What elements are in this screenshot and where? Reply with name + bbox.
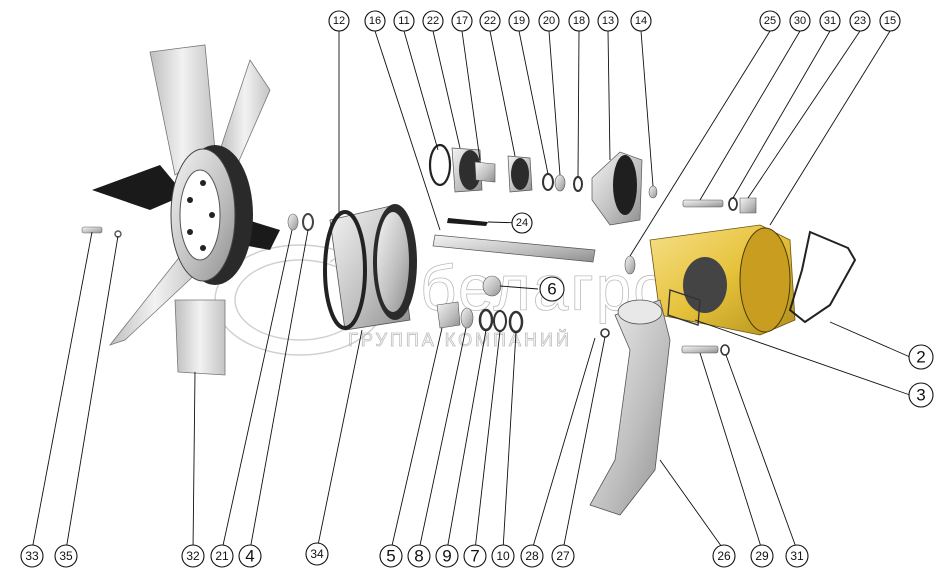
callout-7: 7 (463, 544, 487, 568)
callout-14: 14 (630, 10, 652, 32)
callout-9: 9 (435, 544, 459, 568)
svg-text:35: 35 (59, 549, 73, 563)
callout-21: 21 (210, 544, 234, 568)
callout-19: 19 (508, 10, 530, 32)
svg-text:9: 9 (442, 547, 451, 566)
svg-text:10: 10 (496, 549, 510, 563)
svg-text:8: 8 (414, 547, 423, 566)
shaft-part (432, 218, 596, 263)
callout-30: 30 (789, 10, 811, 32)
callout-27: 27 (551, 544, 575, 568)
callout-26: 26 (712, 544, 736, 568)
callout-20: 20 (538, 10, 560, 32)
callout-4: 4 (238, 544, 262, 568)
inlet-pipe-part (589, 299, 671, 516)
svg-text:13: 13 (602, 15, 614, 27)
svg-text:17: 17 (456, 15, 468, 27)
svg-text:32: 32 (186, 549, 200, 563)
svg-text:16: 16 (369, 15, 381, 27)
watermark: белагро ГРУППА КОМПАНИЙ (214, 244, 669, 356)
svg-text:12: 12 (333, 15, 345, 27)
svg-text:20: 20 (543, 15, 555, 27)
svg-text:27: 27 (556, 549, 570, 563)
svg-text:7: 7 (470, 547, 479, 566)
svg-text:3: 3 (916, 386, 925, 405)
callout-17: 17 (451, 10, 473, 32)
callout-29: 29 (750, 544, 774, 568)
svg-text:15: 15 (884, 15, 896, 27)
callout-2: 2 (908, 344, 934, 370)
svg-text:11: 11 (398, 15, 409, 27)
callout-35: 35 (54, 544, 78, 568)
svg-text:6: 6 (547, 280, 556, 299)
pulley-part (323, 204, 417, 331)
callout-10: 10 (491, 544, 515, 568)
svg-text:31: 31 (790, 549, 804, 563)
callout-5: 5 (379, 544, 403, 568)
watermark-tagline: ГРУППА КОМПАНИЙ (348, 329, 572, 350)
leader-lines (31, 30, 911, 551)
svg-text:5: 5 (386, 547, 395, 566)
svg-text:2: 2 (916, 348, 925, 367)
svg-text:18: 18 (573, 15, 585, 27)
callout-31-top: 31 (819, 10, 841, 32)
svg-text:25: 25 (764, 15, 776, 27)
svg-text:30: 30 (794, 15, 806, 27)
svg-text:19: 19 (513, 15, 525, 27)
large-callouts: 6 2 3 33 35 32 21 4 34 5 8 9 7 10 28 27 … (20, 276, 934, 568)
pump-housing-part (624, 224, 857, 336)
svg-text:29: 29 (755, 549, 769, 563)
svg-text:23: 23 (854, 15, 866, 27)
svg-text:31: 31 (824, 15, 836, 27)
fan-part (92, 44, 280, 376)
callout-32: 32 (181, 544, 205, 568)
callout-13: 13 (597, 10, 619, 32)
svg-text:14: 14 (635, 15, 647, 27)
callout-23: 23 (849, 10, 871, 32)
callout-22-b: 22 (479, 10, 501, 32)
svg-text:33: 33 (25, 549, 39, 563)
impeller-part (591, 151, 658, 226)
callout-22-a: 22 (422, 10, 444, 32)
callout-31-bottom: 31 (785, 544, 809, 568)
callout-8: 8 (407, 544, 431, 568)
housing-bolt-parts (682, 197, 757, 214)
callout-15: 15 (879, 10, 901, 32)
top-callouts: 12 16 11 22 17 22 19 20 18 13 14 25 30 3… (328, 10, 901, 234)
callout-6: 6 (539, 276, 565, 302)
callout-18: 18 (568, 10, 590, 32)
svg-text:21: 21 (215, 549, 229, 563)
callout-33: 33 (20, 544, 44, 568)
svg-text:28: 28 (525, 549, 539, 563)
callout-28: 28 (520, 544, 544, 568)
callout-3: 3 (908, 382, 934, 408)
svg-text:26: 26 (717, 549, 731, 563)
svg-text:24: 24 (516, 217, 528, 229)
svg-text:4: 4 (245, 547, 254, 566)
callout-11: 11 (393, 10, 415, 32)
callout-25: 25 (759, 10, 781, 32)
seal-parts (436, 275, 524, 334)
svg-text:22: 22 (484, 15, 496, 27)
callout-34: 34 (305, 542, 329, 566)
svg-text:34: 34 (310, 547, 324, 561)
svg-text:22: 22 (427, 15, 439, 27)
callout-12: 12 (328, 10, 350, 32)
callout-24: 24 (511, 212, 533, 234)
callout-16: 16 (364, 10, 386, 32)
